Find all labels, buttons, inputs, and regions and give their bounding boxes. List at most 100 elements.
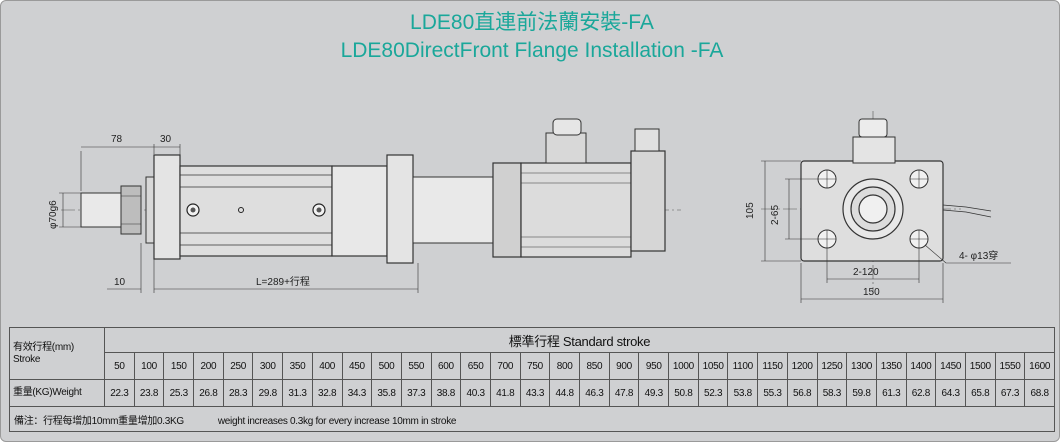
- stroke-cell: 1450: [935, 352, 966, 380]
- weight-cell: 29.8: [252, 379, 284, 407]
- weight-cell: 25.3: [163, 379, 195, 407]
- stroke-cell: 200: [193, 352, 224, 380]
- stroke-cell: 500: [371, 352, 402, 380]
- stroke-cell: 750: [519, 352, 551, 380]
- weight-cell: 59.8: [846, 379, 877, 407]
- weight-cell: 61.3: [875, 379, 907, 407]
- dim-10: 10: [114, 277, 126, 288]
- stroke-cell: 1050: [697, 352, 729, 380]
- weight-cell: 68.8: [1024, 379, 1055, 407]
- cable: [942, 204, 992, 212]
- weight-cell: 47.8: [608, 379, 640, 407]
- connector-cap: [552, 118, 582, 136]
- weight-cell: 38.8: [430, 379, 462, 407]
- stroke-cell: 450: [341, 352, 373, 380]
- stroke-cell: 300: [252, 352, 284, 380]
- stroke-cell: 650: [460, 352, 491, 380]
- dim-holes: 4- φ13穿: [959, 249, 998, 262]
- weight-cell: 53.8: [727, 379, 759, 407]
- dim-150: 150: [863, 287, 880, 298]
- stroke-cell: 1600: [1024, 352, 1055, 380]
- title-chinese: LDE80直連前法蘭安裝-FA: [410, 11, 654, 34]
- stroke-cell: 50: [104, 352, 135, 380]
- weight-cell: 49.3: [638, 379, 670, 407]
- encoder-connector: [634, 128, 660, 152]
- weight-cell: 55.3: [757, 379, 788, 407]
- stroke-cell: 150: [163, 352, 195, 380]
- dim-78: 78: [111, 134, 123, 145]
- motor-adapter: [412, 176, 494, 244]
- dim-2x120: 2-120: [853, 267, 879, 278]
- weight-cell: 37.3: [400, 379, 432, 407]
- stroke-cell: 1150: [757, 352, 788, 380]
- stroke-cell: 900: [608, 352, 640, 380]
- weight-cell: 52.3: [697, 379, 729, 407]
- stroke-cell: 350: [282, 352, 313, 380]
- motor-front: [492, 162, 522, 258]
- weight-cell: 26.8: [193, 379, 224, 407]
- front-connector-cap: [858, 118, 888, 138]
- stroke-cell: 600: [430, 352, 462, 380]
- dim-105: 105: [745, 202, 756, 219]
- table-header-row: 有效行程(mm) Stroke 標準行程 Standard stroke: [9, 327, 1055, 380]
- rod-nut: [120, 185, 142, 235]
- weight-cell: 64.3: [935, 379, 966, 407]
- servo-motor: [520, 162, 632, 258]
- weight-cell: 23.8: [133, 379, 165, 407]
- weight-cell: 56.8: [786, 379, 818, 407]
- stroke-cell: 400: [311, 352, 343, 380]
- standard-stroke-header: 標準行程 Standard stroke: [104, 327, 1055, 353]
- power-connector: [545, 132, 587, 164]
- dim-phi70g6: φ70g6: [48, 200, 59, 229]
- stroke-cell: 1100: [727, 352, 759, 380]
- mounting-holes: [817, 169, 929, 249]
- weight-cell: 50.8: [668, 379, 699, 407]
- stroke-cell: 100: [133, 352, 165, 380]
- rod-bore: [858, 194, 888, 224]
- weight-cell: 32.8: [311, 379, 343, 407]
- stroke-cell: 1200: [786, 352, 818, 380]
- stroke-cell: 950: [638, 352, 670, 380]
- stroke-cell: 1350: [875, 352, 907, 380]
- weight-cell: 35.8: [371, 379, 402, 407]
- weight-cell: 28.3: [222, 379, 254, 407]
- weight-cell: 31.3: [282, 379, 313, 407]
- stroke-cell: 1500: [964, 352, 996, 380]
- front-flange-left: [145, 176, 155, 244]
- piston-rod: [80, 192, 122, 228]
- weight-cell: 44.8: [549, 379, 580, 407]
- weight-cell: 22.3: [104, 379, 135, 407]
- weight-cell: 40.3: [460, 379, 491, 407]
- stroke-cell: 700: [489, 352, 521, 380]
- weight-cell: 62.8: [905, 379, 937, 407]
- stroke-cell: 800: [549, 352, 580, 380]
- technical-drawing: 78 30 φ70g6 10 L=289+行程: [48, 111, 1011, 303]
- weight-cell: 34.3: [341, 379, 373, 407]
- weight-cell: 43.3: [519, 379, 551, 407]
- stroke-cell: 250: [222, 352, 254, 380]
- stroke-cell: 1550: [994, 352, 1026, 380]
- rear-housing: [331, 165, 388, 257]
- stroke-cell: 850: [579, 352, 610, 380]
- stroke-label: 有效行程(mm) Stroke: [9, 327, 105, 380]
- weight-cell: 67.3: [994, 379, 1026, 407]
- stroke-cell: 550: [400, 352, 432, 380]
- front-connector: [852, 136, 896, 164]
- dim-2x65: 2-65: [770, 205, 781, 225]
- encoder-housing: [630, 150, 666, 252]
- weight-cell: 58.3: [816, 379, 848, 407]
- weight-cell: 46.3: [579, 379, 610, 407]
- weight-cell: 41.8: [489, 379, 521, 407]
- dim-length: L=289+行程: [256, 275, 310, 288]
- weight-label: 重量(KG)Weight: [9, 379, 105, 407]
- stroke-cell: 1250: [816, 352, 848, 380]
- front-flange: [153, 154, 181, 260]
- actuator-body: [179, 165, 333, 257]
- stroke-cell: 1300: [846, 352, 877, 380]
